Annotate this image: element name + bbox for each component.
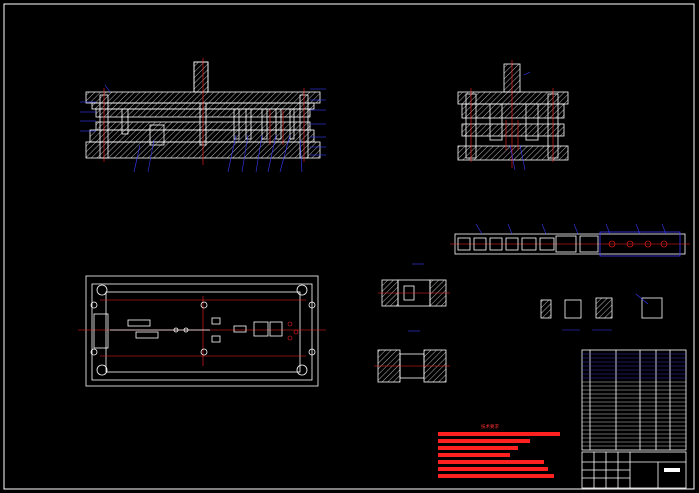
strip-layout <box>450 223 690 257</box>
lower-die-plan-view <box>78 275 326 387</box>
technical-notes: 技术要求 <box>438 423 560 478</box>
drawing-frame <box>3 3 695 490</box>
front-view-leaders <box>80 84 326 173</box>
notes-title: 技术要求 <box>481 423 499 430</box>
title-block <box>581 451 687 489</box>
part-detail-b <box>374 330 450 383</box>
parts-list-table <box>581 349 687 451</box>
side-section-view <box>457 60 569 171</box>
small-part-details <box>540 293 663 331</box>
front-section-view <box>80 58 326 173</box>
parts-list-rows <box>582 353 686 447</box>
part-detail-a <box>378 263 450 307</box>
